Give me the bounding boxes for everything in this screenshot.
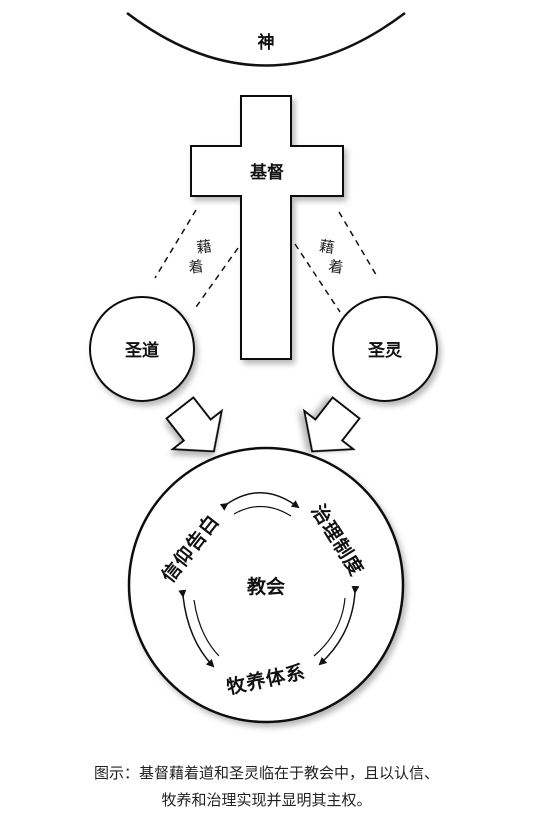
caption-line-2: 牧养和治理实现并显明其主权。 [161,791,372,809]
via-right-char-1: 藉 [318,237,335,257]
cycle-arrow-top-inner [233,505,292,517]
dashed-connector-right-2 [294,243,341,313]
cross-shape [190,95,344,360]
god-label: 神 [258,32,275,53]
cycle-arrow-right [318,585,360,666]
cycle-arrow-top [219,492,300,511]
church-label: 教会 [247,575,285,598]
dashed-connector-right-1 [338,211,379,279]
cycle-arrow-left [178,589,215,668]
spirit-circle [332,296,438,402]
caption: 图示：基督藉着道和圣灵临在于教会中，且以认信、 牧养和治理实现并显明其主权。 [0,760,533,814]
dashed-connector-left-1 [154,209,197,279]
cycle-arrow-right-inner [313,597,346,657]
arrow-spirit-to-church [302,396,361,453]
word-label: 圣道 [125,340,159,361]
dashed-connector-left-2 [195,247,239,308]
cycle-arrow-left-inner [193,599,220,657]
spirit-label: 圣灵 [368,341,403,361]
christ-label: 基督 [249,162,284,183]
caption-line-1: 图示：基督藉着道和圣灵临在于教会中，且以认信、 [93,764,439,782]
word-circle [89,296,195,402]
god-arc [126,12,406,67]
arrow-word-to-church [165,396,224,453]
via-left-char-1: 藉 [195,237,212,257]
via-left-char-2: 着 [187,257,204,277]
via-right-char-2: 着 [327,257,344,277]
